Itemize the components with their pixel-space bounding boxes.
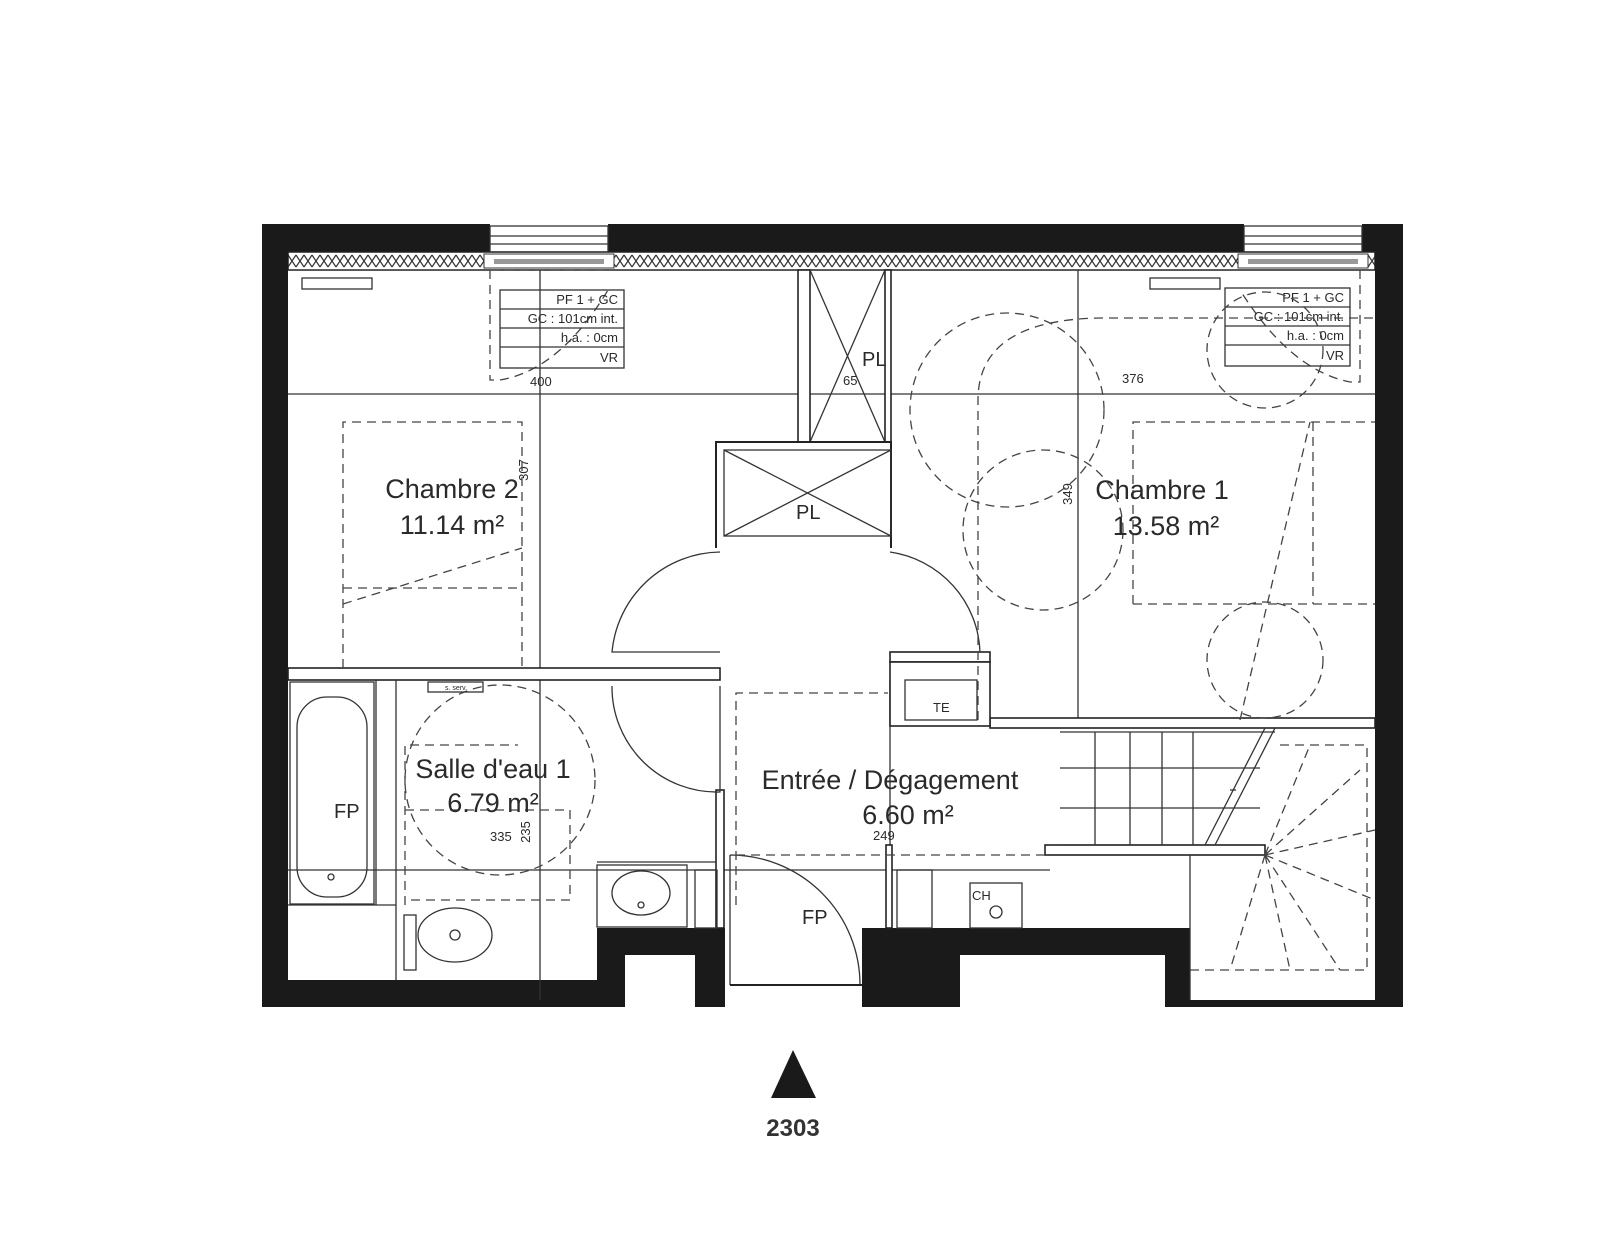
washbasin: [596, 864, 718, 929]
room-name: Chambre 1: [1095, 475, 1229, 505]
room-name: Salle d'eau 1: [415, 754, 570, 784]
service-plate: [427, 681, 484, 693]
te-label: TE: [933, 700, 950, 715]
dimension-label: 249: [873, 828, 895, 843]
window-spec: GC : 101cm int.: [1254, 309, 1344, 324]
window-info-table-left: PF 1 + GC GC : 101cm int. h.a. : 0cm VR: [499, 289, 625, 369]
interior-walls: TE: [287, 651, 1376, 980]
dimension-lines: [288, 270, 1375, 1000]
dimension-label: 65: [843, 373, 857, 388]
exterior-walls: [262, 224, 1403, 1007]
closet-lower: PL: [715, 441, 892, 548]
dimension-label: 376: [1122, 371, 1144, 386]
dimension-label: 349: [1060, 483, 1075, 505]
fp-label: FP: [334, 801, 360, 823]
room-chambre-1: Chambre 1 13.58 m²: [1095, 475, 1229, 541]
room-chambre-2: Chambre 2 11.14 m²: [385, 474, 519, 540]
doors: FP: [611, 551, 981, 986]
window-spec: h.a. : 0cm: [561, 330, 618, 345]
window-spec: VR: [1326, 348, 1344, 363]
closet-label: PL: [862, 349, 886, 371]
room-salle-d-eau-1: Salle d'eau 1 6.79 m²: [415, 754, 570, 818]
room-name: Entrée / Dégagement: [762, 765, 1019, 795]
lot-number: 2303: [766, 1115, 819, 1142]
dimension-label: 235: [518, 821, 533, 843]
furniture: [342, 291, 1375, 905]
window-info-table-right: PF 1 + GC GC : 101cm int. h.a. : 0cm VR: [1224, 287, 1351, 367]
closet-label: PL: [796, 502, 820, 524]
dimension-label: 307: [516, 459, 531, 481]
staircase: [1060, 727, 1376, 1000]
room-name: Chambre 2: [385, 474, 519, 504]
fp-label: FP: [802, 907, 828, 929]
bathtub: FP: [289, 681, 375, 905]
room-area: 6.60 m²: [862, 800, 954, 830]
ch-label: CH: [972, 888, 991, 903]
window-right: [1237, 225, 1369, 383]
window-spec: h.a. : 0cm: [1287, 328, 1344, 343]
room-area: 6.79 m²: [447, 788, 539, 818]
window-spec: GC : 101cm int.: [528, 311, 618, 326]
room-area: 13.58 m²: [1113, 511, 1220, 541]
boiler: CH: [969, 882, 1023, 929]
window-left: [483, 225, 615, 381]
radiator: [301, 277, 373, 290]
closet-upper: PL: [797, 269, 892, 443]
window-spec: PF 1 + GC: [1282, 290, 1344, 305]
radiator: [1149, 277, 1221, 290]
cabinet: [896, 869, 933, 929]
dimension-label: 335: [490, 829, 512, 844]
window-spec: VR: [600, 350, 618, 365]
room-entree-degagement: Entrée / Dégagement 6.60 m²: [762, 765, 1019, 830]
orientation-arrow-icon: [771, 1050, 816, 1098]
room-area: 11.14 m²: [400, 510, 505, 540]
dimension-label: 400: [530, 374, 552, 389]
service-label: s. serv.: [445, 685, 467, 692]
window-spec: PF 1 + GC: [556, 292, 618, 307]
toilet: [403, 907, 493, 971]
